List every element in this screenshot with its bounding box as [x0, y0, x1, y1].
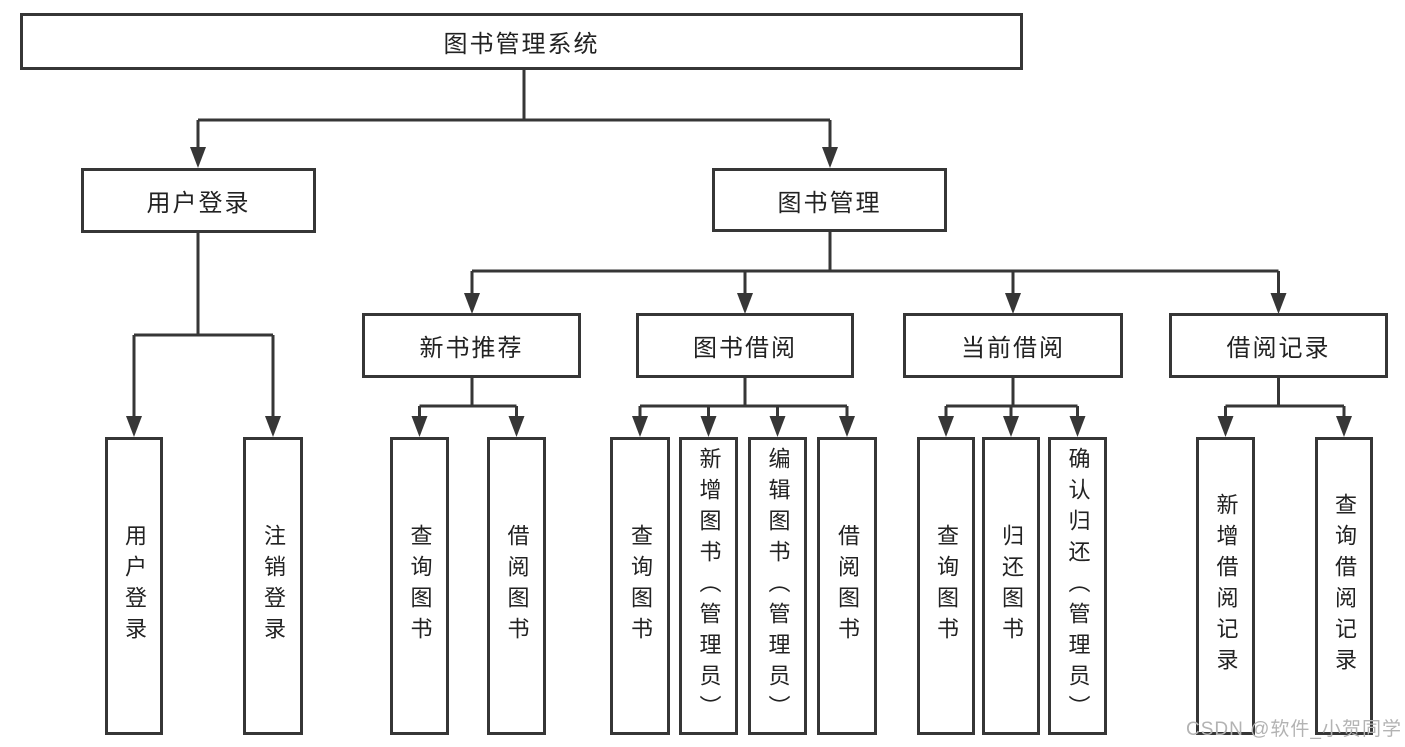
leaf-logout-label: 注销登录 — [261, 524, 286, 648]
leaf-confirm-return-admin: 确认归还（管理员） — [1048, 437, 1107, 735]
leaf-return-books: 归还图书 — [982, 437, 1040, 735]
node-book-borrowing-label: 图书借阅 — [693, 335, 797, 362]
leaf-borrow-books-2: 借阅图书 — [817, 437, 877, 735]
leaf-query-borrow-record-label: 查询借阅记录 — [1332, 493, 1357, 679]
leaf-borrow-books-2-label: 借阅图书 — [835, 524, 860, 648]
leaf-borrow-books-1: 借阅图书 — [487, 437, 546, 735]
node-root-label: 图书管理系统 — [443, 31, 600, 58]
leaf-add-borrow-record-label: 新增借阅记录 — [1213, 493, 1239, 679]
leaf-add-borrow-record: 新增借阅记录 — [1196, 437, 1255, 735]
leaf-query-borrow-record: 查询借阅记录 — [1315, 437, 1373, 735]
node-book-management: 图书管理 — [712, 168, 947, 232]
node-book-management-label: 图书管理 — [777, 189, 882, 217]
leaf-borrow-books-1-label: 借阅图书 — [504, 524, 530, 648]
node-borrowing-records-label: 借阅记录 — [1226, 335, 1331, 362]
leaf-confirm-return-admin-label: 确认归还（管理员） — [1065, 446, 1091, 726]
leaf-query-books-1-label: 查询图书 — [407, 524, 433, 648]
csdn-watermark: CSDN @软件_小贺同学 — [1186, 719, 1402, 740]
node-new-book-recommendation: 新书推荐 — [362, 313, 581, 378]
leaf-user-login: 用户登录 — [105, 437, 163, 735]
node-new-book-recommendation-label: 新书推荐 — [419, 335, 524, 362]
leaf-edit-books-admin-label: 编辑图书（管理员） — [765, 446, 791, 726]
leaf-edit-books-admin: 编辑图书（管理员） — [748, 437, 807, 735]
leaf-query-books-3: 查询图书 — [917, 437, 975, 735]
node-root-system: 图书管理系统 — [20, 13, 1023, 70]
leaf-add-books-admin-label: 新增图书（管理员） — [696, 446, 722, 726]
node-current-borrowing: 当前借阅 — [903, 313, 1123, 378]
node-user-login: 用户登录 — [81, 168, 316, 233]
leaf-query-books-2-label: 查询图书 — [628, 524, 653, 648]
leaf-logout: 注销登录 — [243, 437, 303, 735]
node-borrowing-records: 借阅记录 — [1169, 313, 1388, 378]
arrowhead-icons — [126, 147, 1352, 437]
node-book-borrowing: 图书借阅 — [636, 313, 854, 378]
node-user-login-label: 用户登录 — [146, 190, 251, 217]
leaf-query-books-3-label: 查询图书 — [934, 524, 959, 648]
node-current-borrowing-label: 当前借阅 — [961, 335, 1065, 362]
leaf-query-books-2: 查询图书 — [610, 437, 670, 735]
leaf-user-login-label: 用户登录 — [122, 524, 147, 648]
leaf-return-books-label: 归还图书 — [999, 524, 1024, 648]
leaf-add-books-admin: 新增图书（管理员） — [679, 437, 738, 735]
leaf-query-books-1: 查询图书 — [390, 437, 449, 735]
